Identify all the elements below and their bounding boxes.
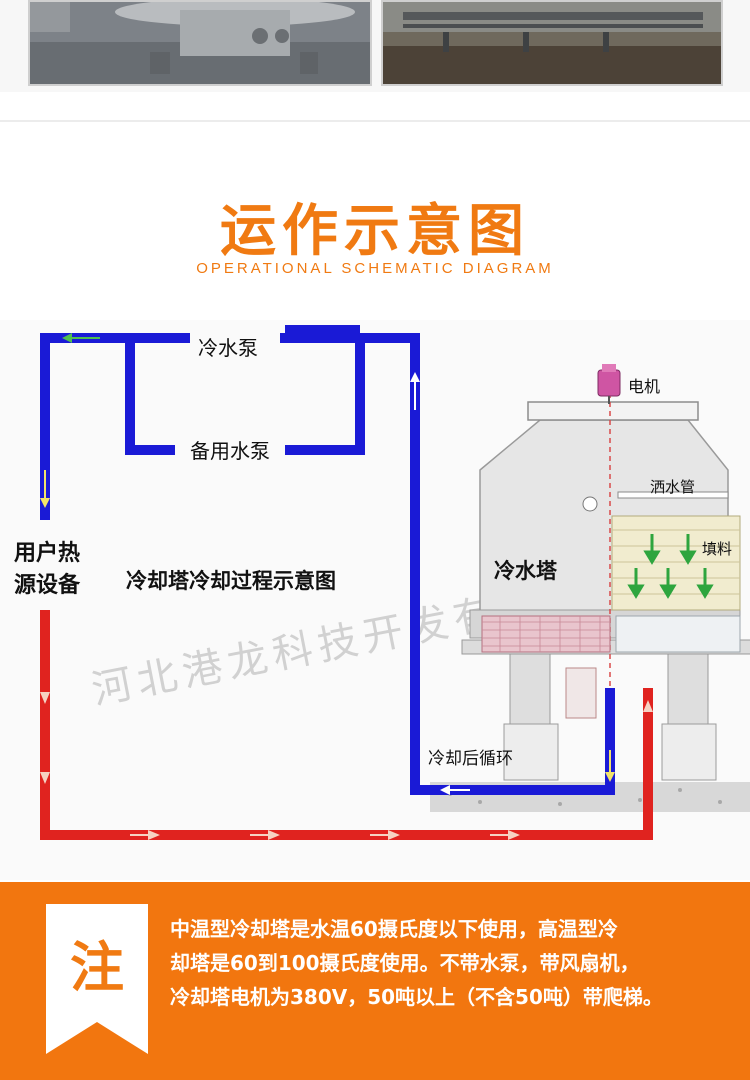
hot-water-pipe: [40, 610, 653, 840]
tower-label: 冷水塔: [494, 559, 558, 583]
user-equipment-label-line1: 用户热: [14, 540, 80, 566]
fill-flow-arrows: [627, 534, 714, 599]
section-title: 运作示意图: [220, 199, 530, 264]
sprinkler-label: 洒水管: [650, 478, 695, 496]
cooling-tower: [430, 384, 750, 812]
note-line-3: 冷却塔电机为380V，50吨以上（不含50吨）带爬梯。: [170, 985, 663, 1009]
fill-label: 填料: [702, 540, 732, 558]
motor-label: 电机: [628, 377, 660, 396]
section-subtitle: OPERATIONAL SCHEMATIC DIAGRAM: [196, 260, 554, 277]
backup-pump-label: 备用水泵: [190, 439, 270, 463]
photo-strip: [0, 0, 750, 92]
cooling-tower-installation-photo: [28, 0, 372, 86]
process-title: 冷却塔冷却过程示意图: [126, 569, 336, 593]
user-equipment-label-line2: 源设备: [14, 572, 81, 598]
note-line-1: 中温型冷却塔是水温60摄氏度以下使用，高温型冷: [170, 917, 618, 941]
note-badge: 注: [46, 904, 148, 1054]
tower-frame-photo: [381, 0, 723, 86]
section-divider: [0, 120, 750, 122]
return-label: 冷却后循环: [428, 749, 513, 769]
operational-diagram: 河北港龙科技开发有限公司: [0, 320, 750, 880]
hot-flow-arrows: [40, 692, 653, 840]
note-text: 中温型冷却塔是水温60摄氏度以下使用，高温型冷 却塔是60到100摄氏度使用。不…: [170, 912, 730, 1014]
note-banner: 注 中温型冷却塔是水温60摄氏度以下使用，高温型冷 却塔是60到100摄氏度使用…: [0, 882, 750, 1080]
note-badge-text: 注: [70, 936, 124, 999]
pump-label: 冷水泵: [198, 336, 258, 360]
note-line-2: 却塔是60到100摄氏度使用。不带水泵，带风扇机，: [170, 951, 640, 975]
motor-icon: [597, 364, 621, 404]
cold-flow-arrows: [40, 333, 615, 795]
